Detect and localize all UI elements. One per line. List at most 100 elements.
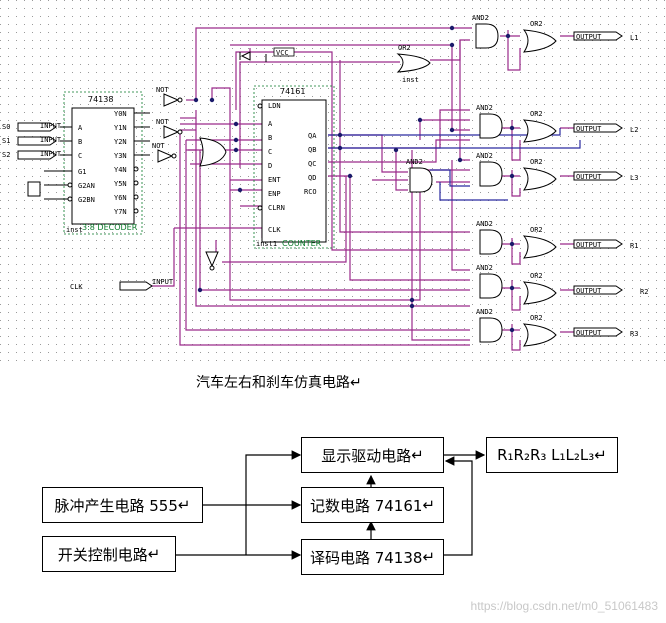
decoder-title: 74138: [88, 95, 113, 104]
junction-dots: [193, 25, 515, 333]
output-l2: L2: [630, 126, 638, 134]
or-gate-mid: OR2 inst: [396, 44, 431, 84]
vcc-symbol: VCC: [239, 47, 295, 62]
input-s0: S0: [2, 123, 10, 131]
counter-74161: 74161 LDN A B C D ENT ENP CLRN CLK QA QB…: [253, 85, 335, 249]
counter-caption: COUNTER: [282, 239, 322, 248]
clk-input: CLK INPUT: [70, 278, 174, 291]
decoder-out-y7n: Y7N: [114, 208, 127, 216]
decoder-pin-g1: G1: [78, 168, 86, 176]
or-label-5: OR2: [530, 272, 543, 280]
and-label-4: AND2: [406, 158, 423, 166]
output-word-6: OUTPUT: [576, 329, 602, 337]
and-label-6: AND2: [476, 264, 493, 272]
paragraph-mark-icon: ↵: [350, 375, 362, 391]
blue-wires: [328, 128, 581, 201]
schematic-diagram: 74138 A B C G1 G2AN G2BN Y0N Y1N Y2N Y3N…: [0, 0, 666, 362]
counter-out-qd: QD: [308, 174, 316, 182]
switch-control-box: 开关控制电路↵: [42, 536, 176, 572]
decoder-inst: inst: [66, 226, 83, 234]
paragraph-mark-icon: ↵: [411, 446, 424, 464]
or-label-4: OR2: [530, 226, 543, 234]
output-word-2: OUTPUT: [576, 125, 602, 133]
not-gates: NOT NOT NOT: [152, 86, 219, 271]
counter-pin-d: D: [268, 162, 272, 170]
paragraph-mark-icon: ↵: [147, 545, 161, 563]
decoder-out-y1n: Y1N: [114, 124, 127, 132]
decoder-pin-g2an: G2AN: [78, 182, 95, 190]
not-label-3: NOT: [152, 142, 165, 150]
or-mid-inst: inst: [402, 76, 419, 84]
lights-box: R₁R₂R₃ L₁L₂L₃↵: [486, 437, 618, 473]
input-s1: S1: [2, 137, 10, 145]
decoder-pin-b: B: [78, 138, 82, 146]
counter-out-qc: QC: [308, 160, 316, 168]
decoder-out-y4n: Y4N: [114, 166, 127, 174]
input-pins: S0 S1 S2 INPUT INPUT INPUT: [2, 122, 62, 200]
or-label-1: OR2: [530, 20, 543, 28]
input-label-1: INPUT: [40, 136, 62, 144]
counter-circuit-label: 记数电路 74161: [309, 496, 423, 515]
decoder-74138: 74138 A B C G1 G2AN G2BN Y0N Y1N Y2N Y3N…: [60, 91, 150, 235]
counter-inst: inst1: [256, 240, 277, 248]
counter-pin-ldn: LDN: [268, 102, 281, 110]
counter-pin-clk: CLK: [268, 226, 281, 234]
display-driver-label: 显示驱动电路: [321, 446, 412, 465]
watermark: https://blog.csdn.net/m0_51061483: [470, 599, 658, 613]
output-r2: R2: [640, 288, 648, 296]
output-r1: R1: [630, 242, 638, 250]
decoder-caption: 3:8 DECODER: [82, 223, 138, 232]
paragraph-mark-icon: ↵: [177, 496, 191, 514]
paragraph-mark-icon: ↵: [594, 446, 607, 464]
decoder-pin-a: A: [78, 124, 83, 132]
switch-control-label: 开关控制电路: [57, 545, 148, 564]
input-s2: S2: [2, 151, 10, 159]
clk-label: CLK: [70, 283, 83, 291]
counter-pin-enp: ENP: [268, 190, 281, 198]
vcc-label: VCC: [276, 49, 289, 57]
clk-input-word: INPUT: [152, 278, 174, 286]
pulse-generator-label: 脉冲产生电路 555: [54, 496, 178, 515]
and-label-2: AND2: [476, 104, 493, 112]
counter-pin-ent: ENT: [268, 176, 281, 184]
input-label-0: INPUT: [40, 122, 62, 130]
and-label-5: AND2: [476, 220, 493, 228]
output-word-1: OUTPUT: [576, 33, 602, 41]
and-label-7: AND2: [476, 308, 493, 316]
counter-pin-clrn: CLRN: [268, 204, 285, 212]
input-label-2: INPUT: [40, 150, 62, 158]
counter-circuit-box: 记数电路 74161↵: [301, 487, 444, 523]
gnd-symbol: [27, 181, 41, 197]
decoder-out-y0n: Y0N: [114, 110, 127, 118]
output-word-3: OUTPUT: [576, 173, 602, 181]
output-word-4: OUTPUT: [576, 241, 602, 249]
decoder-out-y5n: Y5N: [114, 180, 127, 188]
and-label-3: AND2: [476, 152, 493, 160]
decoder-circuit-box: 译码电路 74138↵: [301, 539, 444, 575]
decoder-pin-g2bn: G2BN: [78, 196, 95, 204]
counter-out-rco: RCO: [304, 188, 317, 196]
decoder-circuit-label: 译码电路 74138: [309, 548, 423, 567]
output-r3: R3: [630, 330, 638, 338]
or-label-2: OR2: [530, 110, 543, 118]
or-gate-left: [199, 137, 227, 167]
decoder-out-y2n: Y2N: [114, 138, 127, 146]
decoder-out-y3n: Y3N: [114, 152, 127, 160]
or-gates: OR2 OR2 OR2 OR2 OR2 OR2: [522, 20, 557, 347]
output-pins: OUTPUT OUTPUT OUTPUT OUTPUT OUTPUT OUTPU…: [573, 31, 648, 338]
pulse-generator-box: 脉冲产生电路 555↵: [42, 487, 203, 523]
output-l1: L1: [630, 34, 638, 42]
and-gates: AND2 AND2 AND2 AND2 AND2 AND2 AND2: [406, 14, 503, 343]
schematic-caption: 汽车左右和刹车仿真电路↵: [196, 375, 362, 391]
lights-label: R₁R₂R₃ L₁L₂L₃: [497, 446, 595, 464]
or-label-3: OR2: [530, 158, 543, 166]
not-label-1: NOT: [156, 86, 169, 94]
or-label-6: OR2: [530, 314, 543, 322]
counter-title: 74161: [280, 87, 305, 96]
and-label-1: AND2: [472, 14, 489, 22]
counter-out-qb: QB: [308, 146, 316, 154]
output-word-5: OUTPUT: [576, 287, 602, 295]
counter-pin-a: A: [268, 120, 273, 128]
counter-pin-b: B: [268, 134, 272, 142]
